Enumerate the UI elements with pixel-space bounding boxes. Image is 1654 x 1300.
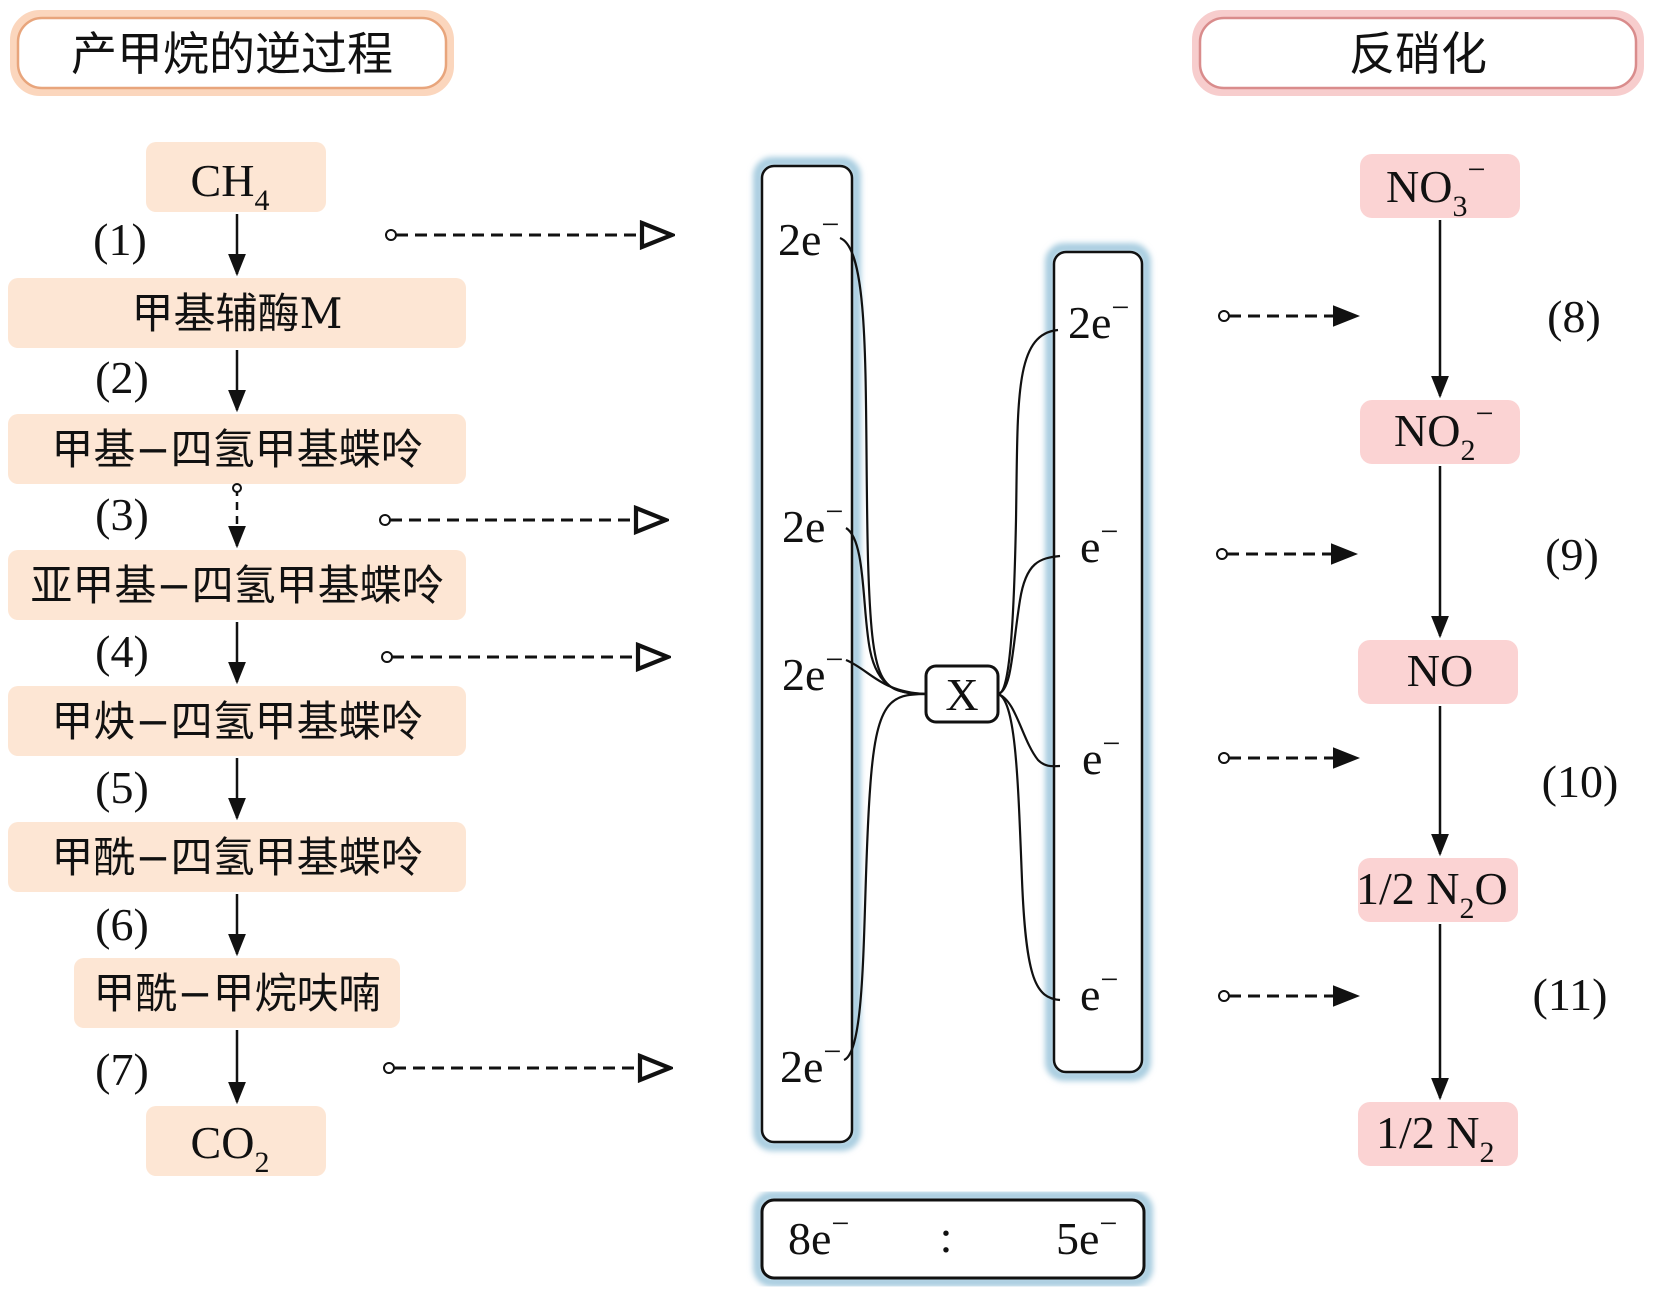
electron-column-right bbox=[1045, 243, 1151, 1081]
right-chain-no3: NO3− bbox=[1386, 151, 1486, 223]
step-label-3: (3) bbox=[95, 489, 149, 540]
right-chain: NO3− NO2− NO 1/2 N2O 1/2 N2 bbox=[1356, 151, 1520, 1169]
left-dashed-arrows bbox=[379, 230, 672, 1073]
left-step-labels: (1) (2) (3) (4) (5) (6) (7) bbox=[93, 214, 149, 1095]
ratio-separator: : bbox=[940, 1211, 953, 1262]
left-box-ch4 bbox=[146, 142, 326, 212]
left-chain-formyl-mfr: 甲酰−甲烷呋喃 bbox=[93, 969, 380, 1018]
right-box-n2 bbox=[1358, 1102, 1518, 1166]
left-chain-ch4: CH4 bbox=[191, 155, 270, 217]
electron-labels-right: 2e− e− e− e− bbox=[1068, 289, 1129, 1020]
electron-left-2: 2e− bbox=[782, 493, 843, 552]
header-left: 产甲烷的逆过程 bbox=[10, 10, 454, 96]
left-chain-methenyl-h4mpt: 甲炔−四氢甲基蝶呤 bbox=[51, 697, 422, 746]
right-box-no3 bbox=[1360, 154, 1520, 218]
right-chain-no: NO bbox=[1407, 645, 1473, 696]
left-chain-co2: CO2 bbox=[191, 1117, 270, 1179]
left-box-co2 bbox=[146, 1106, 326, 1176]
left-box-5 bbox=[8, 686, 466, 756]
electron-right-4: e− bbox=[1080, 961, 1118, 1020]
electron-labels-left: 2e− 2e− 2e− 2e− bbox=[778, 206, 843, 1092]
left-chain-methyl-h4mpt: 甲基−四氢甲基蝶呤 bbox=[51, 425, 422, 474]
center-node-x: X bbox=[924, 664, 1000, 724]
right-dashed-arrows bbox=[1216, 305, 1360, 1007]
electron-flow-curves bbox=[839, 236, 1061, 1062]
electron-left-1: 2e− bbox=[778, 206, 839, 265]
left-box-6 bbox=[8, 822, 466, 892]
ratio-left: 8e− bbox=[788, 1205, 849, 1264]
left-arrows bbox=[228, 214, 246, 1105]
right-chain-no2: NO2− bbox=[1394, 395, 1494, 467]
electron-left-3: 2e− bbox=[782, 641, 843, 700]
left-chain-methyl-com: 甲基辅酶M bbox=[131, 289, 342, 338]
right-chain-n2: 1/2 N2 bbox=[1376, 1107, 1495, 1169]
right-box-no2 bbox=[1360, 400, 1520, 464]
left-box-3 bbox=[8, 414, 466, 484]
right-box-n2o bbox=[1358, 858, 1518, 922]
step-label-9: (9) bbox=[1545, 529, 1599, 580]
electron-right-2: e− bbox=[1080, 513, 1118, 572]
header-right: 反硝化 bbox=[1192, 10, 1644, 96]
right-step-labels: (8) (9) (10) (11) bbox=[1533, 291, 1619, 1020]
right-chain-n2o: 1/2 N2O bbox=[1356, 863, 1508, 925]
step-label-1: (1) bbox=[93, 214, 147, 265]
center-node-label: X bbox=[945, 669, 978, 720]
header-right-title: 反硝化 bbox=[1349, 27, 1487, 81]
ratio-box: 8e− : 5e− bbox=[753, 1191, 1153, 1287]
left-box-7 bbox=[74, 958, 400, 1028]
step-label-6: (6) bbox=[95, 899, 149, 950]
left-box-2 bbox=[8, 278, 466, 348]
left-box-4 bbox=[8, 550, 466, 620]
step-label-4: (4) bbox=[95, 626, 149, 677]
step-label-11: (11) bbox=[1533, 969, 1608, 1020]
right-box-no bbox=[1358, 640, 1518, 704]
step-label-8: (8) bbox=[1547, 291, 1601, 342]
left-chain-methylene-h4mpt: 亚甲基−四氢甲基蝶呤 bbox=[30, 561, 443, 610]
step-label-7: (7) bbox=[95, 1044, 149, 1095]
header-left-title: 产甲烷的逆过程 bbox=[71, 27, 393, 81]
electron-column-left bbox=[753, 157, 861, 1151]
left-chain: CH4 甲基辅酶M 甲基−四氢甲基蝶呤 亚甲基−四氢甲基蝶呤 甲炔−四氢甲基蝶呤… bbox=[8, 142, 466, 1179]
ratio-right: 5e− bbox=[1056, 1205, 1117, 1264]
electron-left-4: 2e− bbox=[780, 1033, 841, 1092]
step-label-5: (5) bbox=[95, 762, 149, 813]
electron-right-3: e− bbox=[1082, 725, 1120, 784]
step-label-2: (2) bbox=[95, 352, 149, 403]
electron-right-1: 2e− bbox=[1068, 289, 1129, 348]
left-chain-formyl-h4mpt: 甲酰−四氢甲基蝶呤 bbox=[51, 833, 422, 882]
step-label-10: (10) bbox=[1542, 756, 1619, 807]
